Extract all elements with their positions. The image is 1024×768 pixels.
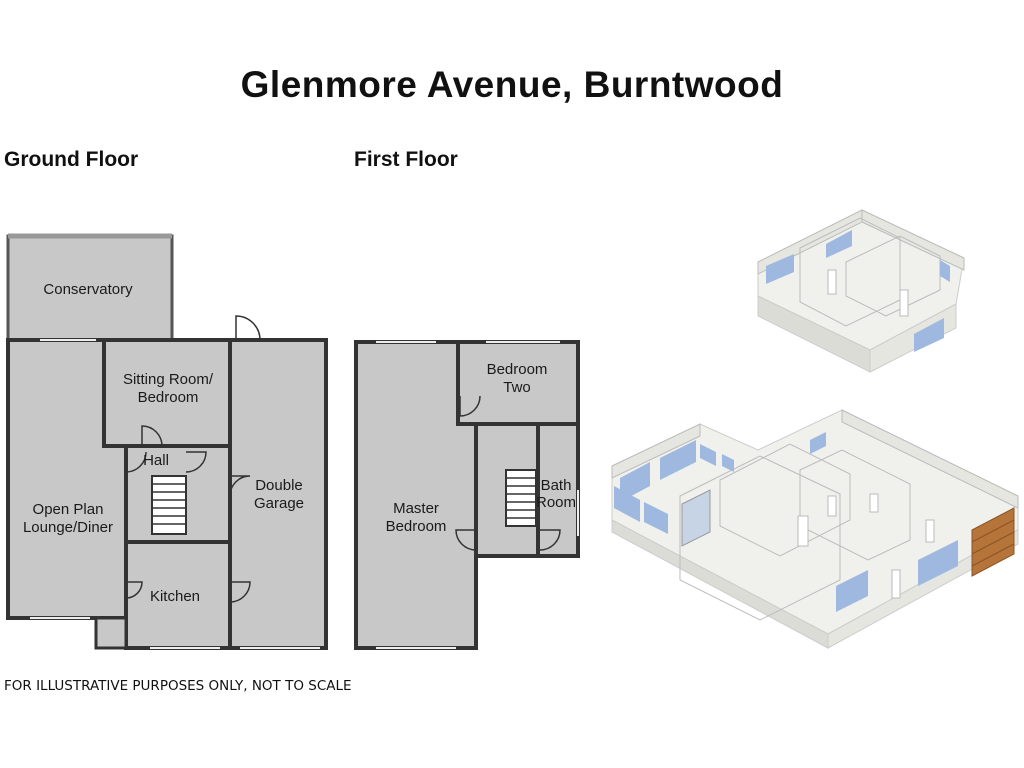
lounge-label-line2: Lounge/Diner bbox=[23, 519, 113, 536]
bedroom-two-label-line2: Two bbox=[503, 379, 531, 396]
window bbox=[940, 260, 950, 282]
door-icon bbox=[827, 269, 837, 295]
window bbox=[918, 540, 958, 586]
door-icon bbox=[899, 289, 909, 317]
window bbox=[766, 254, 794, 284]
door-icon bbox=[869, 493, 879, 513]
porch-room bbox=[94, 616, 128, 650]
sitting-room-label-line1: Sitting Room/ bbox=[123, 371, 214, 388]
window bbox=[660, 440, 696, 480]
master-bedroom-label-line2: Bedroom bbox=[386, 518, 447, 535]
door-icon bbox=[125, 451, 147, 473]
master-bedroom-label-line1: Master bbox=[393, 500, 439, 517]
ground-stairs bbox=[151, 475, 187, 535]
garage-label-line1: Double bbox=[255, 477, 303, 494]
window bbox=[826, 230, 852, 258]
disclaimer-text: FOR ILLUSTRATIVE PURPOSES ONLY, NOT TO S… bbox=[4, 678, 352, 694]
door-icon bbox=[235, 315, 261, 341]
sitting-room-label-line2: Bedroom bbox=[138, 389, 199, 406]
window bbox=[620, 462, 650, 502]
window bbox=[810, 432, 826, 454]
window bbox=[836, 570, 868, 612]
conservatory-room bbox=[6, 234, 174, 342]
bedroom-two-label-line1: Bedroom bbox=[487, 361, 548, 378]
door-icon bbox=[797, 515, 809, 547]
hall-label: Hall bbox=[143, 452, 169, 469]
door-icon bbox=[229, 475, 251, 497]
bath-label-line1: Bath bbox=[541, 477, 572, 494]
plan-title: Glenmore Avenue, Burntwood bbox=[240, 64, 784, 105]
kitchen-label: Kitchen bbox=[150, 588, 200, 605]
conservatory-label: Conservatory bbox=[43, 281, 133, 298]
window bbox=[722, 454, 734, 472]
first-stairs bbox=[505, 469, 537, 527]
door-icon bbox=[925, 519, 935, 543]
door-icon bbox=[827, 495, 837, 517]
door-icon bbox=[185, 451, 207, 473]
ground-floor-3d-view bbox=[611, 409, 1019, 649]
first-floor-heading: First Floor bbox=[354, 148, 458, 171]
bath-label-line2: Room bbox=[536, 494, 576, 511]
door-icon bbox=[891, 569, 901, 599]
window bbox=[614, 486, 640, 522]
door-icon bbox=[455, 529, 477, 551]
door-icon bbox=[125, 581, 143, 599]
ground-floor-heading: Ground Floor bbox=[4, 148, 139, 171]
lounge-label-line1: Open Plan bbox=[33, 501, 104, 518]
window bbox=[914, 318, 944, 352]
garage-label-line2: Garage bbox=[254, 495, 304, 512]
window bbox=[700, 444, 716, 466]
door-icon bbox=[459, 395, 481, 417]
window bbox=[644, 502, 668, 534]
door-icon bbox=[229, 581, 251, 603]
first-floor-3d-view bbox=[757, 209, 965, 373]
door-icon bbox=[539, 529, 561, 551]
door-icon bbox=[141, 425, 163, 447]
sliding-door bbox=[681, 489, 711, 547]
